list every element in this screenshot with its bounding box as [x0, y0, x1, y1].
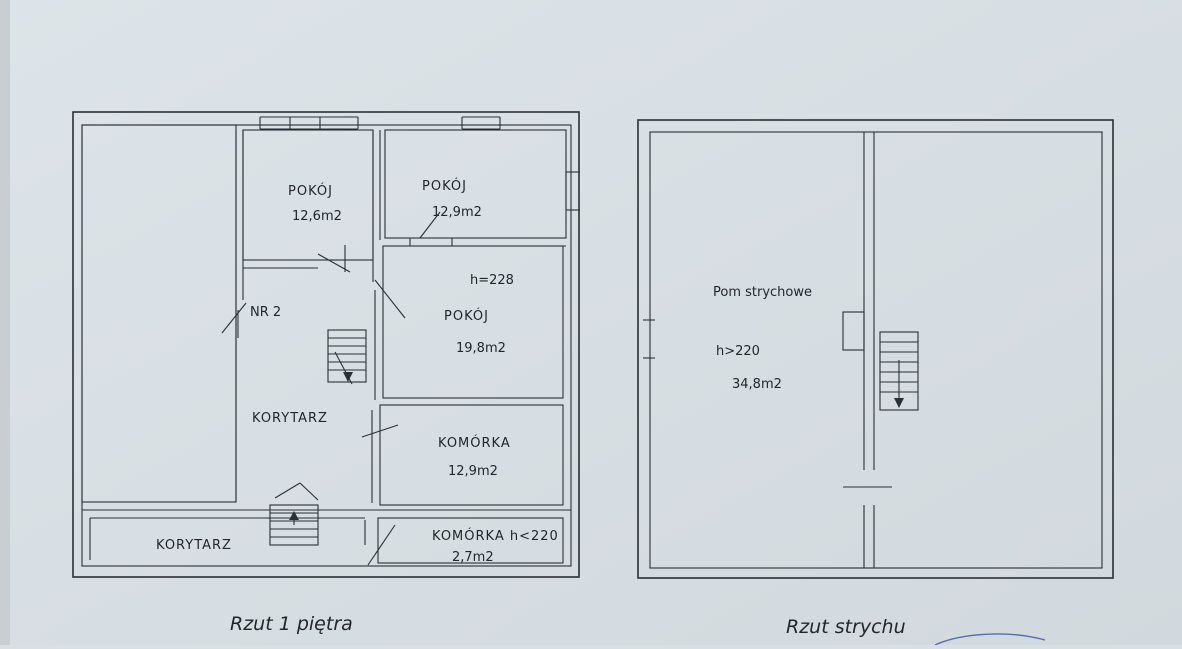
storage-small-area: 2,7m2: [452, 550, 494, 565]
corridor-door-swing: [221, 302, 247, 334]
nr-label: NR 2: [250, 305, 281, 320]
bottom-stairs: [269, 482, 319, 546]
paper-sheet: [8, 0, 1182, 645]
outer-wall-outer: [72, 111, 580, 578]
room-b-area: 12,9m2: [432, 205, 482, 220]
storage-main-name: KOMÓRKA: [438, 435, 511, 451]
room-b-wall: [384, 129, 567, 239]
attic-room-name: Pom strychowe: [713, 285, 812, 300]
room-c-area: 19,8m2: [456, 341, 506, 356]
attic-caption: Rzut strychu: [786, 616, 906, 638]
attic-plan: [637, 119, 1114, 579]
attic-stairs: [879, 331, 919, 411]
attic-inner-wall: [649, 131, 1103, 569]
corridor-stairs: [327, 329, 367, 385]
storage-main-area: 12,9m2: [448, 464, 498, 479]
stamp-arc: [934, 633, 1046, 646]
first-floor-plan: [72, 111, 580, 578]
room-c-name: POKÓJ: [444, 308, 489, 324]
attic-outer-wall: [637, 119, 1114, 579]
room-b-name: POKÓJ: [422, 178, 467, 194]
first-floor-caption: Rzut 1 piętra: [230, 613, 353, 635]
room-c-height: h=228: [470, 273, 514, 288]
storage-small-name: KOMÓRKA h<220: [432, 528, 559, 544]
attic-room-height: h>220: [716, 344, 760, 359]
room-a-area: 12,6m2: [292, 209, 342, 224]
paper-edge: [0, 0, 10, 645]
storage-small-wall: [377, 517, 564, 564]
corridor-bottom-label: KORYTARZ: [156, 538, 232, 553]
room-a-name: POKÓJ: [288, 183, 333, 199]
room-c-wall: [382, 245, 564, 399]
attic-room-area: 34,8m2: [732, 377, 782, 392]
corridor-main-label: KORYTARZ: [252, 411, 328, 426]
storage-main-wall: [379, 404, 564, 506]
